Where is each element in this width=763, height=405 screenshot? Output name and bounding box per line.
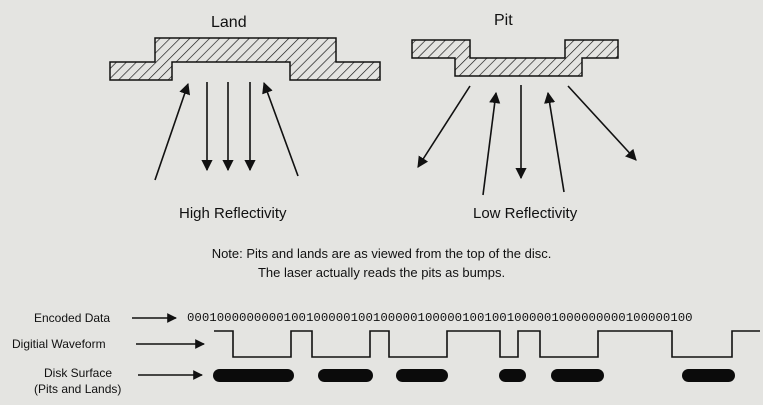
waveform-label: Digitial Waveform (12, 337, 106, 351)
pit-mark (396, 369, 448, 382)
land-reflected-arrows (201, 82, 256, 172)
encoded-bit-string: 0001000000000100100000100100000100000100… (187, 311, 693, 325)
low-reflectivity-label: Low Reflectivity (473, 205, 578, 222)
pits-and-lands-label: (Pits and Lands) (34, 382, 122, 396)
pit-mark (213, 369, 294, 382)
pit-title: Pit (494, 12, 513, 29)
pit-mark (499, 369, 526, 382)
pit-cross-section (411, 39, 619, 77)
row-pointer-arrows (132, 313, 205, 380)
land-title: Land (211, 14, 247, 31)
pit-incident-arrows (482, 91, 565, 196)
pit-mark (318, 369, 373, 382)
disk-surface-label: Disk Surface (44, 366, 113, 380)
high-reflectivity-label: High Reflectivity (179, 205, 287, 222)
pit-mark (682, 369, 735, 382)
note-line-1: Note: Pits and lands are as viewed from … (211, 246, 552, 261)
pit-reflected-arrows (417, 85, 637, 180)
note-line-2: The laser actually reads the pits as bum… (257, 265, 506, 280)
disk-surface-pits (213, 369, 735, 382)
land-incident-arrows (154, 81, 299, 181)
digital-waveform (214, 330, 760, 358)
pit-mark (551, 369, 604, 382)
encoded-data-label: Encoded Data (34, 311, 111, 325)
land-cross-section (109, 37, 381, 81)
